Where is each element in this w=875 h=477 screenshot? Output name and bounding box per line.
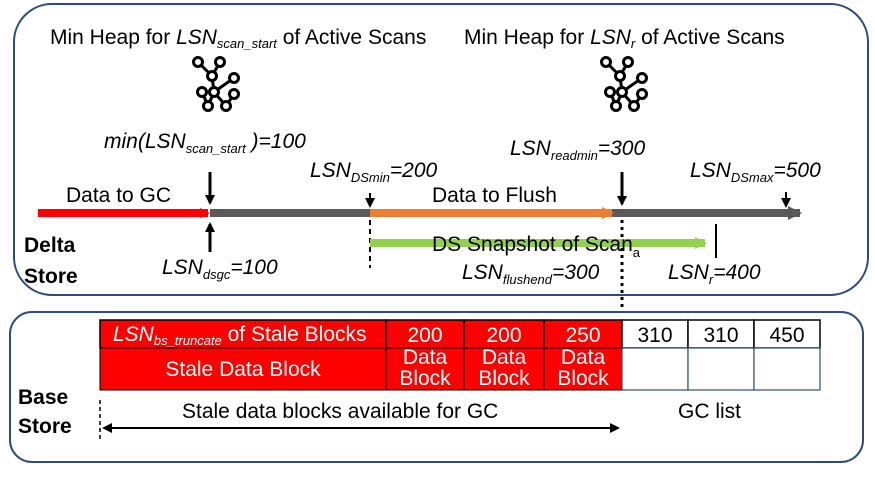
truncate-value: 250 <box>565 324 600 347</box>
lsn-dsmin-label: LSNDSmin=200 <box>310 159 437 185</box>
gc-value: 310 <box>637 324 672 347</box>
gc-value: 450 <box>769 324 804 347</box>
heap-r-title: Min Heap for LSNr of Active Scans <box>464 26 785 51</box>
data-to-gc-label: Data to GC <box>66 184 171 207</box>
stale-available-label: Stale data blocks available for GC <box>182 400 498 423</box>
delta-store-panel <box>13 3 869 296</box>
gc-block-cell <box>621 347 689 391</box>
gc-block-cell <box>687 347 755 391</box>
tree-icon <box>192 56 240 112</box>
min-scan-start-label: min(LSNscan_start )=100 <box>104 130 306 156</box>
lsn-dsgc-label: LSNdsgc=100 <box>162 256 278 282</box>
data-block-label: Data <box>403 346 448 369</box>
lsn-dsmax-label: LSNDSmax=500 <box>690 159 821 185</box>
lsn-r-label: LSNr=400 <box>668 261 761 287</box>
stale-data-block-label: Stale Data Block <box>165 358 321 381</box>
ds-snapshot-label: DS Snapshot of Scana <box>432 233 641 260</box>
gc-value: 310 <box>703 324 738 347</box>
base-store-label: Base <box>18 386 68 409</box>
data-block-cell <box>543 347 623 391</box>
data-block-label: Block <box>399 367 451 390</box>
delta-store-label-line2: Store <box>24 265 78 288</box>
base-store-label-line2: Store <box>18 415 72 438</box>
stale-data-block-cell <box>99 347 387 391</box>
data-to-flush-label: Data to Flush <box>432 184 557 207</box>
truncate-value: 200 <box>486 324 521 347</box>
truncate-value: 200 <box>407 324 442 347</box>
truncate-header-label: LSNbs_truncate of Stale Blocks <box>113 323 367 348</box>
gc-value-cell <box>687 319 755 349</box>
data-block-label: Data <box>561 346 606 369</box>
data-block-label: Block <box>478 367 530 390</box>
gc-list-label: GC list <box>678 400 741 423</box>
heap-scan-start-title: Min Heap for LSNscan_start of Active Sca… <box>50 26 426 51</box>
lsn-readmin-label: LSNreadmin=300 <box>510 137 645 163</box>
tree-icon <box>600 56 648 112</box>
delta-store-label: Delta <box>24 234 76 257</box>
lsn-flushend-label: LSNflushend=300 <box>462 261 600 287</box>
data-block-cell <box>385 347 465 391</box>
gc-block-cell <box>753 347 821 391</box>
data-block-label: Block <box>557 367 609 390</box>
data-block-label: Data <box>482 346 527 369</box>
